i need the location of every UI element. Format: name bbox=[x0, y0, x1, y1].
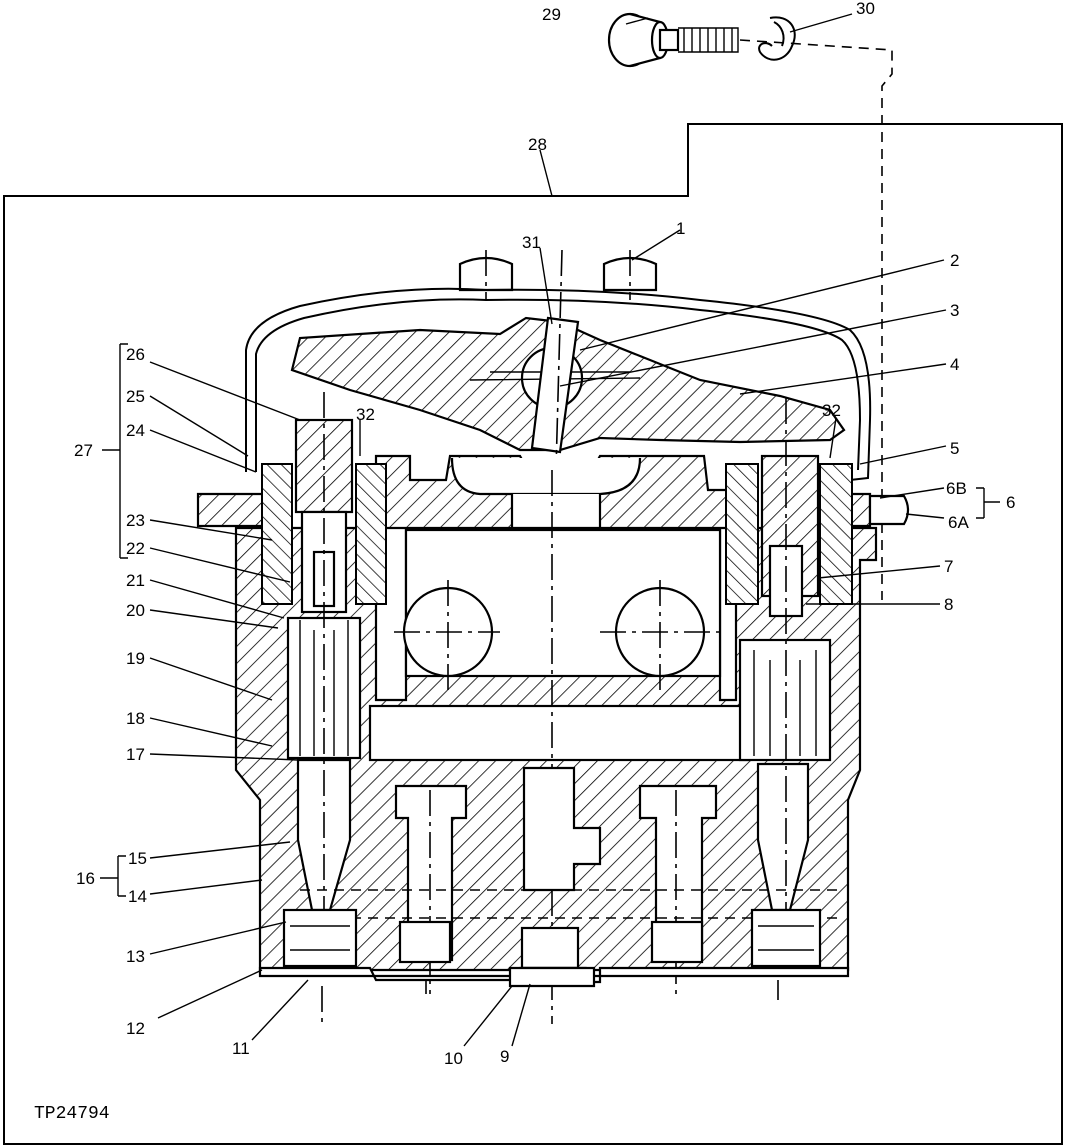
right-bolt-6 bbox=[868, 494, 910, 526]
callout-32-left: 32 bbox=[356, 405, 375, 424]
lower-dashed-passages bbox=[300, 889, 840, 919]
cap-screws bbox=[458, 250, 658, 300]
callout-22: 22 bbox=[126, 539, 145, 558]
callout-24: 24 bbox=[126, 421, 145, 440]
callout-19: 19 bbox=[126, 649, 145, 668]
callout-10: 10 bbox=[444, 1049, 463, 1068]
port-plugs bbox=[282, 908, 822, 970]
callout-9: 9 bbox=[500, 1047, 509, 1066]
screw-and-clip bbox=[607, 12, 796, 68]
pivot-pin bbox=[530, 316, 580, 454]
enclosure-outline bbox=[3, 123, 1063, 1145]
callout-18: 18 bbox=[126, 709, 145, 728]
left-bore bbox=[394, 784, 468, 962]
upper-body-inner bbox=[450, 457, 642, 496]
callout-23: 23 bbox=[126, 511, 145, 530]
callout-20: 20 bbox=[126, 601, 145, 620]
cross-passage bbox=[368, 704, 752, 762]
callout-7: 7 bbox=[944, 557, 953, 576]
callout-32-right: 32 bbox=[822, 401, 841, 420]
right-plunger-assembly bbox=[725, 398, 853, 912]
callout-28: 28 bbox=[528, 135, 547, 154]
callout-17: 17 bbox=[126, 745, 145, 764]
callout-6b: 6B bbox=[946, 479, 967, 498]
callout-30: 30 bbox=[856, 0, 875, 18]
figure-id: TP24794 bbox=[34, 1104, 110, 1124]
screw-location-dashed-leader bbox=[739, 39, 893, 600]
left-plunger-assembly bbox=[261, 392, 387, 912]
callout-8: 8 bbox=[944, 595, 953, 614]
callout-1: 1 bbox=[676, 219, 685, 238]
callout-15: 15 bbox=[128, 849, 147, 868]
callout-16: 16 bbox=[76, 869, 95, 888]
callout-14: 14 bbox=[128, 887, 147, 906]
callout-25: 25 bbox=[126, 387, 145, 406]
center-plug-base bbox=[508, 966, 596, 988]
callout-13: 13 bbox=[126, 947, 145, 966]
leader-lines bbox=[100, 13, 1000, 1047]
callout-31: 31 bbox=[522, 233, 541, 252]
boot-cover bbox=[245, 287, 872, 481]
callout-6a: 6A bbox=[948, 513, 969, 532]
callout-12: 12 bbox=[126, 1019, 145, 1038]
callout-27: 27 bbox=[74, 441, 93, 460]
callout-6: 6 bbox=[1006, 493, 1015, 512]
callout-11: 11 bbox=[232, 1039, 250, 1058]
callout-3: 3 bbox=[950, 301, 959, 320]
center-stem bbox=[510, 494, 602, 530]
callout-2: 2 bbox=[950, 251, 959, 270]
callout-26: 26 bbox=[126, 345, 145, 364]
callout-5: 5 bbox=[950, 439, 959, 458]
callout-29: 29 bbox=[542, 5, 561, 24]
callout-4: 4 bbox=[950, 355, 959, 374]
left-flange bbox=[196, 492, 274, 528]
callout-21: 21 bbox=[126, 571, 145, 590]
